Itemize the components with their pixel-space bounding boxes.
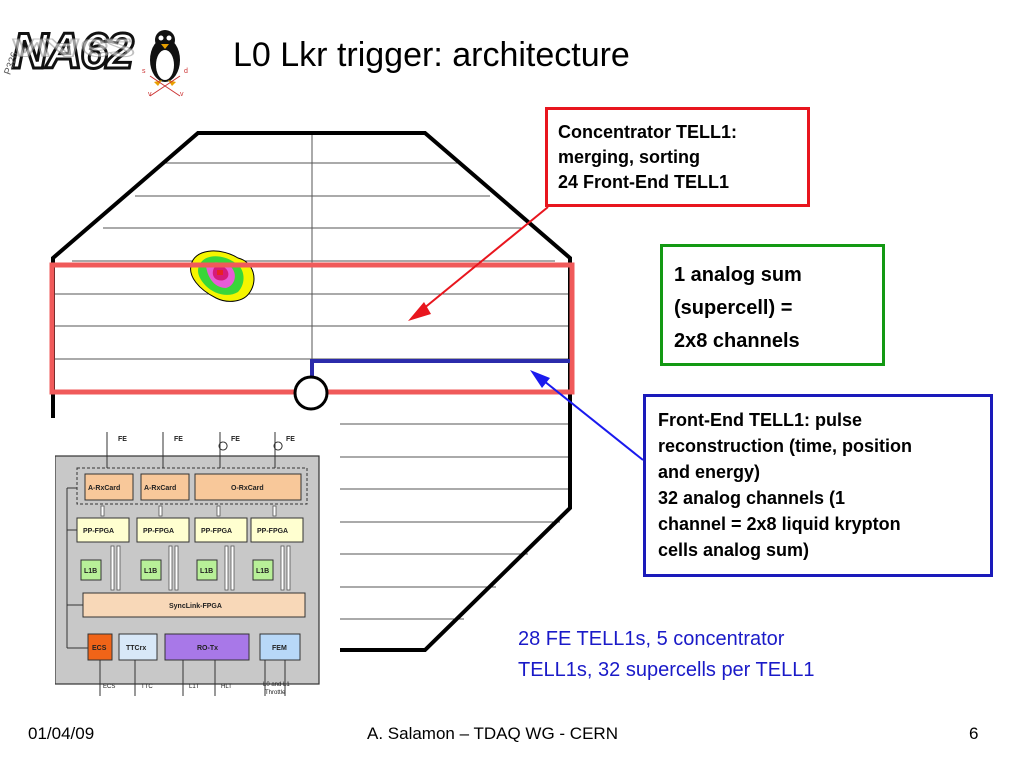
pp-fpga-3: PP-FPGA [201,528,232,535]
ecs-block: ECS [92,645,107,652]
pp-fpga-1: PP-FPGA [83,528,114,535]
frontend-line-4: 32 analog channels (1 [658,488,846,508]
out-ttc: TTC [141,684,153,690]
l1b-4: L1B [256,568,269,575]
frontend-arrow [533,372,644,461]
frontend-line-1: Front-End TELL1: pulse [658,410,862,430]
pp-fpga-2: PP-FPGA [143,528,174,535]
supercell-callout: 1 analog sum (supercell) = 2x8 channels [660,244,885,366]
svg-text:d: d [184,68,188,75]
l1b-3: L1B [200,568,213,575]
out-ecs: ECS [103,684,115,690]
rxcard-2: A-RxCard [144,485,176,492]
summary-line-2: TELL1s, 32 supercells per TELL1 [518,659,815,681]
out-throttle: Throttle [265,690,286,696]
concentrator-line-2: merging, sorting [558,147,701,167]
fem-block: FEM [272,645,287,652]
tell1-board-diagram: FE FE FE FE A-RxCard A-RxCard O-RxCard P… [55,432,320,696]
fe-input-4: FE [286,436,295,443]
summary-line-1: 28 FE TELL1s, 5 concentrator [518,628,785,650]
l1b-1: L1B [84,568,97,575]
svg-text:v: v [180,91,184,98]
logo-text: NA62 [11,22,136,81]
footer-author: A. Salamon – TDAQ WG - CERN [367,724,618,743]
svg-text:v: v [148,91,152,98]
pp-fpga-4: PP-FPGA [257,528,288,535]
concentrator-callout: Concentrator TELL1: merging, sorting 24 … [545,107,810,207]
supercell-line-2: (supercell) = [674,297,793,319]
l1b-2: L1B [144,568,157,575]
frontend-callout: Front-End TELL1: pulse reconstruction (t… [643,394,993,577]
penguin-icon: s d v v [142,30,188,98]
concentrator-line-3: 24 Front-End TELL1 [558,172,729,192]
footer-date: 01/04/09 [28,724,95,743]
rxcard-3: O-RxCard [231,485,264,492]
supercell-line-3: 2x8 channels [674,330,800,352]
svg-text:s: s [142,68,146,75]
fe-input-3: FE [231,436,240,443]
summary-text: 28 FE TELL1s, 5 concentrator TELL1s, 32 … [518,624,814,686]
slide-title: L0 Lkr trigger: architecture [233,36,630,74]
fe-input-1: FE [118,436,127,443]
fe-input-2: FE [174,436,183,443]
frontend-line-5: channel = 2x8 liquid krypton [658,514,901,534]
octagon-outline [51,131,572,652]
ro-tx-block: RO-Tx [197,645,218,652]
out-l0-l1: L0 and L1 [263,682,290,688]
synclink-fpga: SyncLink-FPGA [169,603,222,610]
concentrator-line-1: Concentrator TELL1: [558,122,738,142]
frontend-region [310,359,570,392]
supercell-line-1: 1 analog sum [674,264,802,286]
rxcard-1: A-RxCard [88,485,120,492]
footer-page-number: 6 [969,724,979,743]
out-l1t: L1T [189,684,200,690]
frontend-line-2: reconstruction (time, position [658,436,913,456]
concentrator-arrow [411,206,549,319]
ttcrx-block: TTCrx [126,645,146,652]
out-hlt: HLT [221,684,232,690]
frontend-line-3: and energy) [658,462,761,482]
frontend-line-6: cells analog sum) [658,540,810,560]
